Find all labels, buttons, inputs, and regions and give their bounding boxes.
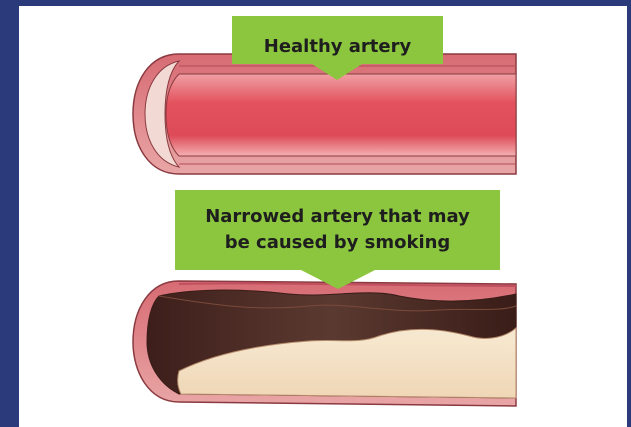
callout-healthy-artery-text: Healthy artery [232, 34, 443, 59]
diagram-panel: Healthy artery Narrowed artery that may … [19, 6, 627, 427]
callout-narrowed-artery: Narrowed artery that may be caused by sm… [175, 190, 500, 289]
narrowed-artery [133, 281, 516, 406]
healthy-artery-lumen [166, 74, 516, 156]
callout-narrowed-artery-line-1: Narrowed artery that may [175, 204, 500, 229]
callout-healthy-artery: Healthy artery [232, 16, 443, 80]
callout-narrowed-artery-line-2: be caused by smoking [175, 230, 500, 255]
